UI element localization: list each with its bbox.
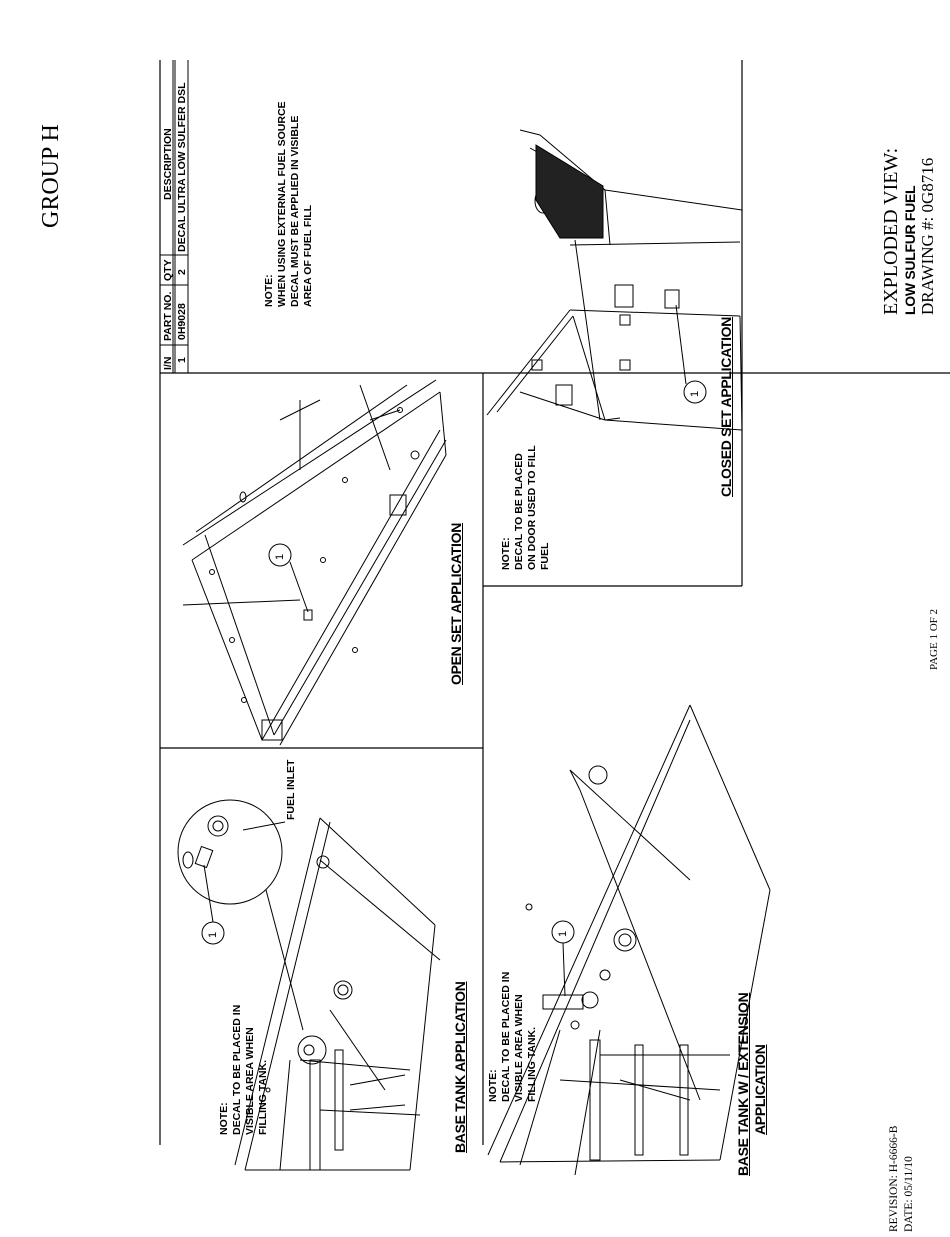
view-label-closed-set: CLOSED SET APPLICATION [718, 316, 734, 497]
table-header-item-number: I/N [162, 356, 174, 370]
base-tank-extension-drawing [487, 704, 771, 1176]
drawing-number: DRAWING #: 0G8716 [918, 157, 937, 315]
table-cell-item: 1 [176, 357, 188, 363]
table-header-part-number: PART NO. [162, 291, 174, 341]
note-closed-set: NOTE: DECAL TO BE PLACED ON DOOR USED TO… [500, 445, 551, 570]
closed-set-drawing [486, 129, 743, 431]
fuel-inlet-detail-circle [177, 799, 283, 905]
base-tank-drawing [177, 799, 441, 1171]
view-label-base-tank-extension: BASE TANK W / EXTENSION [735, 992, 751, 1176]
note-external-fuel: NOTE: WHEN USING EXTERNAL FUEL SOURCE DE… [263, 101, 314, 307]
group-title: GROUP H [38, 124, 64, 228]
callout-1-base: 1 [207, 931, 219, 938]
view-label-base-tank: BASE TANK APPLICATION [452, 981, 468, 1153]
table-cell-description: DECAL ULTRA LOW SULFER DSL [176, 82, 188, 252]
table-cell-qty: 2 [176, 269, 188, 275]
parts-table-grid [159, 60, 189, 373]
callout-1-closed: 1 [689, 390, 701, 397]
note-base-tank-extension: NOTE: DECAL TO BE PLACED IN VISIBLE AREA… [487, 971, 538, 1102]
table-header-description: DESCRIPTION [162, 128, 174, 200]
callout-1-extension: 1 [557, 930, 569, 937]
exploded-view-title: EXPLODED VIEW: [880, 147, 902, 315]
note-base-tank: NOTE: DECAL TO BE PLACED IN VISIBLE AREA… [218, 1004, 269, 1135]
view-label-open-set: OPEN SET APPLICATION [448, 522, 464, 685]
callout-1-open: 1 [274, 553, 286, 560]
open-set-drawing [182, 379, 447, 746]
view-label-base-tank-extension-line2: APPLICATION [752, 1044, 768, 1135]
open-set-callout-circle [268, 543, 292, 567]
revision-label: REVISION: H-6666-B [888, 1125, 900, 1232]
page-number: PAGE 1 OF 2 [928, 608, 940, 670]
table-header-qty: QTY [162, 259, 174, 281]
closed-set-callout-circle [683, 380, 707, 404]
date-label: DATE: 05/11/10 [903, 1156, 915, 1232]
table-cell-part: 0H9028 [176, 303, 188, 340]
drawing-subtitle: LOW SULFUR FUEL [902, 185, 918, 315]
fuel-inlet-label: FUEL INLET [285, 759, 297, 820]
